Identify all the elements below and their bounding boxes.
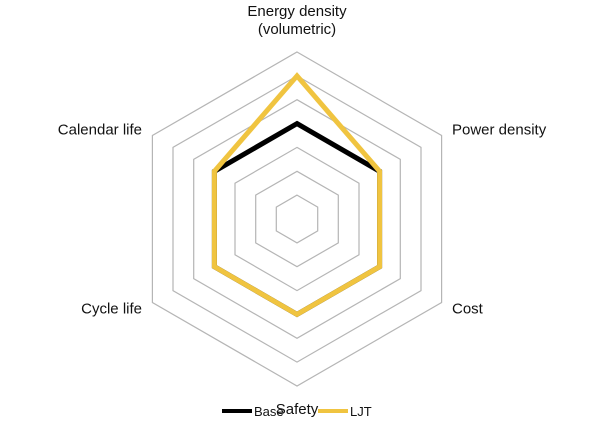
axis-label-5: Calendar life	[58, 122, 142, 139]
radar-grid	[151, 51, 443, 387]
series-base-line	[211, 120, 383, 318]
grid-ring-1	[275, 194, 319, 244]
legend-label-base: Base	[254, 404, 284, 419]
legend: Base LJT	[222, 404, 372, 419]
legend-label-ljt: LJT	[350, 404, 372, 419]
grid-ring-4	[213, 122, 381, 316]
grid-ring-3	[234, 146, 360, 292]
axis-label-3: Safety	[276, 401, 319, 418]
grid-ring-6	[172, 75, 422, 363]
axis-label-1: Power density	[452, 122, 547, 139]
grid-ring-7	[151, 51, 443, 387]
axis-label-2: Cost	[452, 301, 484, 318]
series-ljt-line	[211, 72, 383, 318]
axis-labels: Energy density(volumetric)Power densityC…	[58, 3, 547, 418]
grid-ring-2	[255, 170, 339, 268]
axis-label-0: Energy density(volumetric)	[247, 3, 347, 38]
series-layer	[211, 72, 383, 318]
grid-ring-5	[193, 99, 401, 339]
axis-label-4: Cycle life	[81, 301, 142, 318]
